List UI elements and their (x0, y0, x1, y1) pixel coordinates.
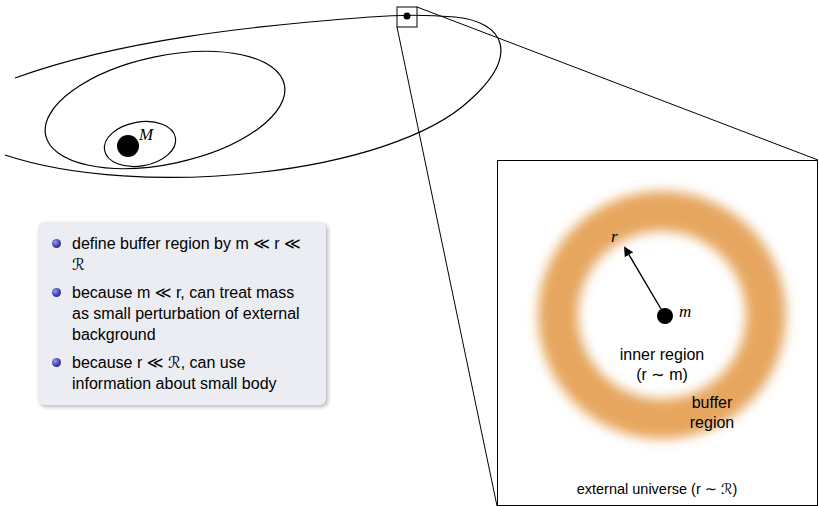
inner-orbit (101, 116, 180, 172)
large-mass (117, 135, 139, 157)
zoom-box: external universe (r ∼ ℛ) buffer region in… (497, 160, 818, 506)
bullet-item: because m ≪ r, can treat mass as small p… (50, 282, 314, 345)
region-label: inner region (r ∼ m) (614, 345, 710, 385)
bullet-ball (52, 358, 61, 367)
small-mass (657, 308, 673, 324)
region-label: external universe (r ∼ ℛ) (498, 479, 816, 499)
zoom-line (397, 27, 497, 506)
bullet-item: because r ≪ ℛ, can use information about… (50, 352, 314, 394)
bullet-text: because m ≪ r, can treat mass as small p… (72, 282, 314, 345)
radius-arrow (625, 248, 661, 309)
buffer-annulus (558, 211, 766, 419)
bullet-text: define buffer region by m ≪ r ≪ ℛ (72, 233, 314, 275)
region-label: buffer region (680, 393, 744, 433)
zoom-square (397, 7, 417, 27)
inner-region-disk: inner region (r ∼ m) (580, 233, 744, 397)
bullet-ball (52, 239, 61, 248)
bullet-item: define buffer region by m ≪ r ≪ ℛ (50, 233, 314, 275)
mass-label: m (679, 303, 691, 321)
middle-orbit (34, 32, 295, 188)
mass-label: M (139, 126, 153, 144)
zoom-line (417, 7, 818, 160)
ring-shape (532, 185, 792, 445)
bullet-text: because r ≪ ℛ, can use information about… (72, 352, 314, 394)
bullet-panel: define buffer region by m ≪ r ≪ ℛ because… (38, 222, 326, 405)
bullet-ball (52, 288, 61, 297)
outer-orbit (5, 15, 501, 177)
radius-label: r (611, 228, 618, 246)
inner-disk (581, 234, 743, 396)
buffer-ring: buffer region inner region (r ∼ m) (532, 185, 792, 445)
small-body (404, 13, 411, 20)
